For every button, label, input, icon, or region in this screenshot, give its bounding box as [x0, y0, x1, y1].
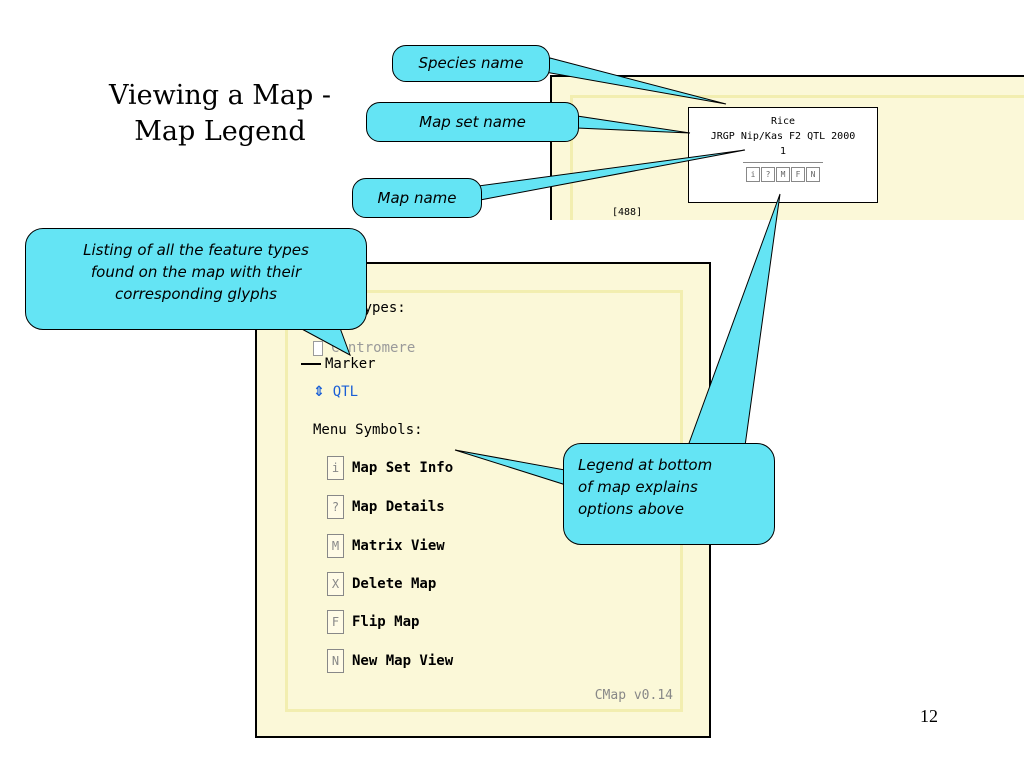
menu-symbols-heading: Menu Symbols:: [313, 422, 423, 438]
callout-legend-explanation: Legend at bottom of map explains options…: [563, 443, 775, 545]
new-map-view-icon[interactable]: N: [806, 167, 820, 182]
legend-callout-tail-2: [687, 193, 781, 447]
map-details-icon: ?: [327, 495, 344, 519]
slide-title: Viewing a Map - Map Legend: [90, 78, 350, 150]
cmap-version: CMap v0.14: [594, 688, 673, 703]
map-set-callout-tail: [576, 115, 691, 134]
feature-type-label: QTL: [332, 384, 359, 400]
menu-symbol-label: New Map View: [352, 653, 454, 669]
map-coordinate-label: [488]: [612, 207, 643, 218]
callout-text-line: of map explains: [578, 478, 698, 496]
callout-feature-types: Listing of all the feature types found o…: [25, 228, 367, 330]
feature-type-marker: Marker: [301, 356, 376, 372]
menu-symbol-flip-map: F Flip Map: [327, 610, 419, 634]
menu-symbol-new-map-view: N New Map View: [327, 649, 453, 673]
menu-symbol-label: Map Set Info: [352, 460, 454, 476]
feature-type-label: Centromere: [331, 340, 416, 356]
menu-symbol-label: Flip Map: [352, 614, 420, 630]
menu-symbol-label: Matrix View: [352, 538, 445, 554]
flip-map-icon[interactable]: F: [791, 167, 805, 182]
callout-map-name: Map name: [352, 178, 482, 218]
slide-title-line-2: Map Legend: [134, 116, 306, 147]
callout-text-line: found on the map with their: [90, 263, 302, 281]
map-set-info-icon: i: [327, 456, 344, 480]
new-map-view-icon: N: [327, 649, 344, 673]
matrix-view-icon: M: [327, 534, 344, 558]
map-set-name: JRGP Nip/Kas F2 QTL 2000: [710, 131, 856, 142]
feature-type-label: Marker: [325, 356, 376, 372]
callout-text-line: Legend at bottom: [578, 456, 713, 474]
map-name: 1: [779, 146, 787, 157]
map-set-info-icon[interactable]: i: [746, 167, 760, 182]
map-title-divider: [743, 162, 823, 163]
marker-glyph-icon: [301, 363, 321, 365]
feature-type-centromere: Centromere: [313, 340, 415, 356]
menu-symbol-delete-map: X Delete Map: [327, 572, 436, 596]
map-view-border: [570, 95, 1024, 220]
menu-symbol-matrix-view: M Matrix View: [327, 534, 445, 558]
delete-map-icon: X: [327, 572, 344, 596]
menu-symbol-label: Delete Map: [352, 576, 437, 592]
callout-text-line: corresponding glyphs: [115, 285, 277, 303]
slide-title-line-1: Viewing a Map -: [108, 80, 332, 111]
callout-species-name: Species name: [392, 45, 550, 82]
callout-map-set-name: Map set name: [366, 102, 579, 142]
flip-map-icon: F: [327, 610, 344, 634]
matrix-view-icon[interactable]: M: [776, 167, 790, 182]
map-name-callout-tail: [477, 149, 746, 201]
map-menu-icons: i ? M F N: [746, 167, 820, 182]
feature-types-callout-tail: [299, 327, 351, 357]
menu-symbol-map-set-info: i Map Set Info: [327, 456, 453, 480]
feature-type-qtl: ⇕ QTL: [313, 384, 358, 400]
legend-callout-tail-1: [454, 449, 567, 486]
menu-symbol-map-details: ? Map Details: [327, 495, 445, 519]
species-name: Rice: [770, 116, 796, 127]
menu-symbol-label: Map Details: [352, 499, 445, 515]
map-details-icon[interactable]: ?: [761, 167, 775, 182]
species-callout-tail: [544, 57, 727, 105]
callout-text-line: options above: [578, 500, 685, 518]
slide-number: 12: [920, 706, 938, 726]
callout-text-line: Listing of all the feature types: [83, 241, 309, 259]
centromere-glyph-icon: [313, 340, 323, 356]
qtl-glyph-icon: ⇕: [313, 384, 325, 400]
